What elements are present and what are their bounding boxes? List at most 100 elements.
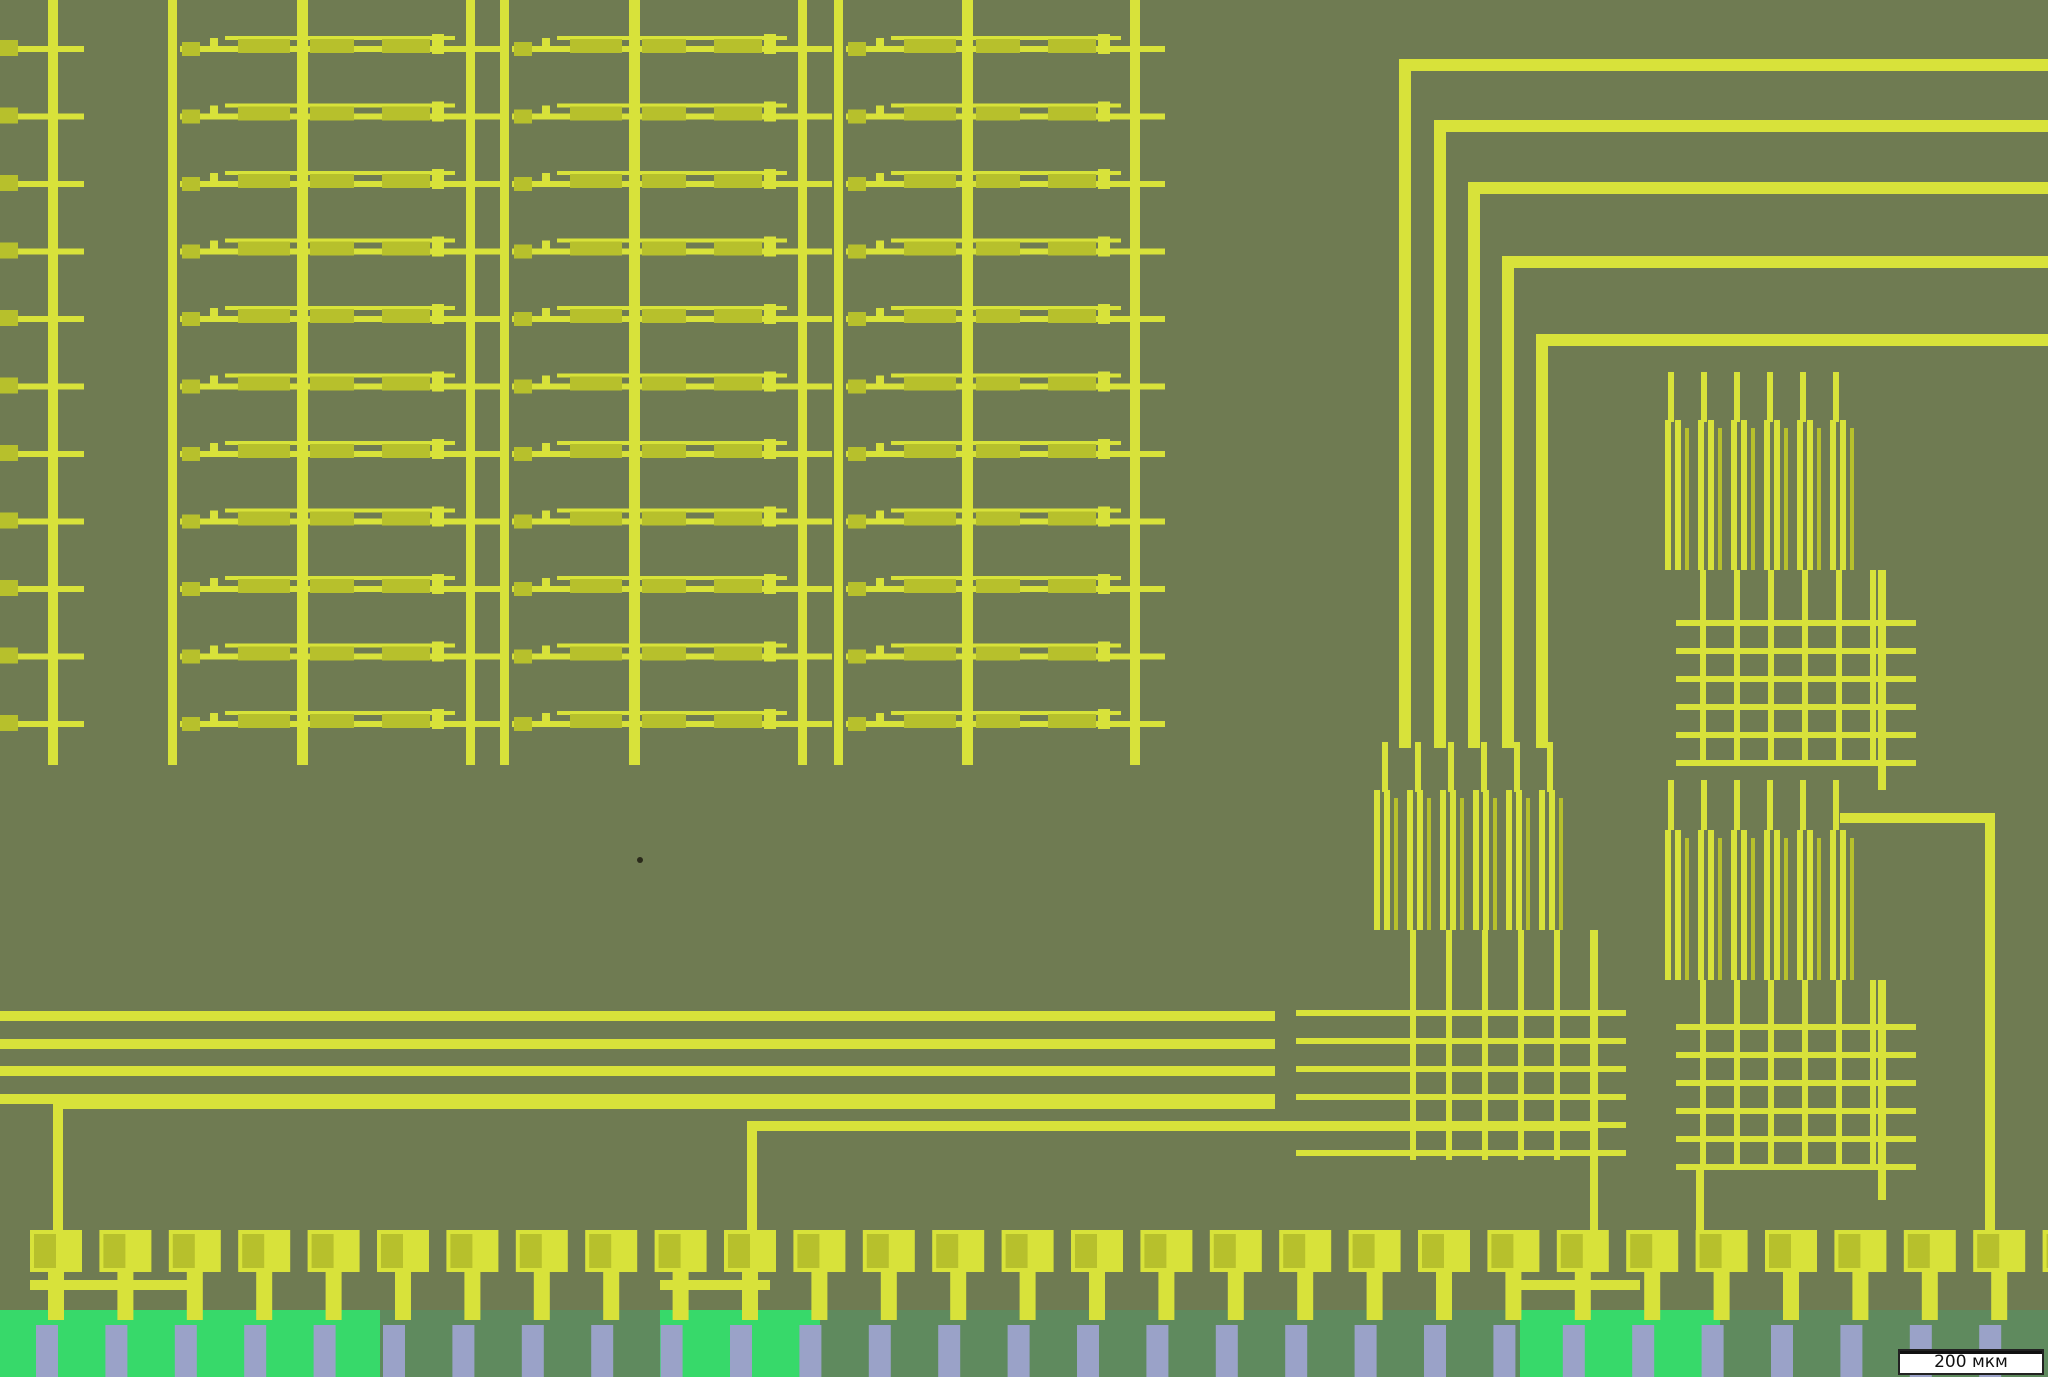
matrix-row [1676,1108,1916,1114]
array-cell-fragment [0,445,18,461]
block-lead [1800,372,1806,422]
bond-pad-neck [1713,1270,1730,1320]
array-cell-pad [514,312,532,326]
bond-pad-window [311,1234,334,1268]
block-lead [1514,742,1520,792]
array-cell-resistor [310,376,354,391]
array-row-line [0,248,84,255]
block-finger [1384,790,1390,930]
feed-line [1536,334,2048,748]
array-cell-resistor [1048,511,1096,526]
array-cell-contact [210,38,218,48]
bond-pad-window [1491,1234,1514,1268]
array-cell-resistor [310,39,354,53]
array-cell-pad [848,379,866,394]
matrix-row [1676,1024,1916,1030]
array-cell-resistor [642,646,686,661]
array-cell-resistor [1048,241,1096,256]
block-lead [1833,780,1839,830]
array-cell-pad [182,447,200,461]
array-cell-pad [848,649,866,664]
array-cell-line [891,643,1121,648]
array-cell-resistor [238,106,290,121]
array-cell-contact [1098,371,1110,392]
bond-pad-window [1422,1234,1444,1268]
bond-pad-window [1213,1234,1236,1268]
array-cell-contact [764,439,776,459]
bond-pad-opening [452,1325,475,1377]
array-cell-resistor [382,646,430,661]
bond-pad-opening [244,1325,267,1377]
bond-pad-neck [1227,1270,1244,1320]
array-cell-resistor [570,309,622,323]
horizontal-bus [0,1066,1275,1076]
bond-pad-window [1769,1234,1791,1268]
array-cell-pad [848,717,866,731]
array-cell-resistor [642,579,686,593]
array-cell-contact [1098,169,1110,189]
bond-pad-neck [811,1270,828,1320]
array-cell-resistor [238,511,290,526]
array-cell-resistor [570,106,622,121]
array-cell-resistor [904,579,956,593]
matrix-col [1802,980,1808,1170]
block-finger [1764,830,1770,980]
array-cell-line [891,576,1121,580]
array-cell-fragment [0,40,18,56]
array-cell-resistor [570,241,622,256]
array-cell-contact [210,645,218,656]
array-cell-resistor [310,714,354,728]
pad-bridge [30,1280,195,1290]
array-cell-line [225,576,455,580]
block-finger [1708,420,1714,570]
array-cell-contact [1098,101,1110,122]
bond-pad-neck [117,1270,134,1320]
bond-pad-neck [1089,1270,1105,1320]
bond-pad-neck [1852,1270,1869,1320]
array-cell-fragment [0,377,18,394]
array-cell-resistor [570,174,622,188]
bond-pad-window [797,1234,820,1268]
array-cell-contact [542,578,550,588]
matrix-col [1590,930,1598,1230]
array-cell-resistor [976,174,1020,188]
bond-pad-window [103,1234,126,1268]
block-finger [1450,790,1456,930]
array-cell-fragment [0,242,18,259]
array-cell-resistor [382,579,430,593]
block-lead [1415,742,1421,792]
array-cell-pad [848,312,866,326]
array-cell-pad [848,109,866,124]
matrix-col [1870,570,1876,760]
bond-pad-window [1977,1234,2000,1268]
bond-pad-opening [1840,1325,1863,1377]
array-cell-pad [514,379,532,394]
array-cell-resistor [904,309,956,323]
block-finger-thin [1850,428,1854,570]
array-cell-contact [1098,236,1110,257]
array-cell-contact [764,169,776,189]
array-cell-resistor [1048,646,1096,661]
array-cell-pad [514,447,532,461]
array-cell-resistor [642,174,686,188]
array-cell-resistor [382,106,430,121]
bond-pad-opening [1007,1325,1030,1377]
array-cell-contact [876,645,884,656]
array-cell-resistor [1048,39,1096,53]
block-lead [1734,780,1740,830]
array-cell-resistor [382,39,430,53]
array-cell-resistor [1048,714,1096,728]
matrix-col [1870,980,1876,1170]
array-cell-resistor [904,714,956,728]
array-cell-resistor [976,241,1020,256]
array-cell-resistor [714,376,762,391]
array-cell-line [225,103,455,108]
bond-pad-neck [256,1270,273,1320]
bond-pad-neck [1921,1270,1938,1320]
bond-pad-opening [1493,1325,1516,1377]
array-bus-vertical [1130,0,1139,765]
array-cell-contact [876,240,884,251]
array-cell-resistor [904,511,956,526]
array-cell-resistor [976,579,1020,593]
block-finger-thin [1427,798,1431,930]
